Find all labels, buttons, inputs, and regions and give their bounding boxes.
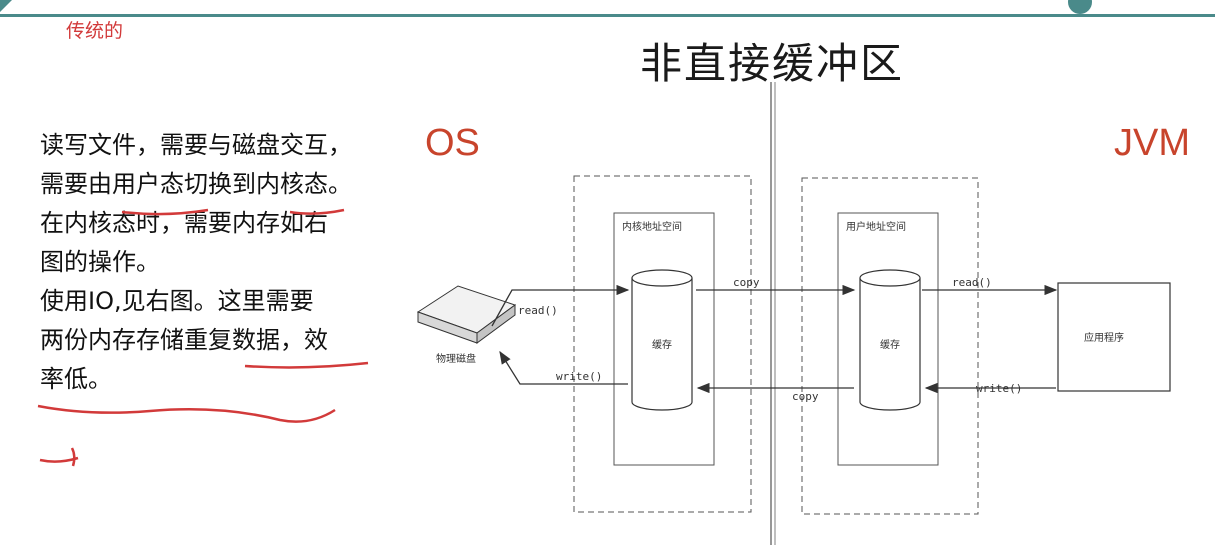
- desc-seg: ，效: [280, 326, 328, 354]
- read-label-right: read(): [952, 276, 992, 289]
- read-label-left: read(): [518, 304, 558, 317]
- desc-highlight-low-efficiency: 率低: [40, 365, 88, 393]
- underline-user-mode: [121, 208, 209, 216]
- app-label: 应用程序: [1084, 331, 1124, 344]
- kernel-cache-cylinder: [631, 269, 693, 411]
- desc-line-5: 使用IO,见右图。这里需要: [40, 282, 410, 321]
- app-box: [1057, 282, 1171, 392]
- underline-low-efficiency: [39, 447, 79, 467]
- desc-seg: 。: [88, 365, 112, 393]
- underline-duplicate: [37, 404, 336, 423]
- write-label-left: write(): [556, 370, 602, 383]
- underline-kernel-mode: [289, 208, 345, 215]
- desc-highlight-duplicate: 两份内存存储重复数据: [40, 326, 280, 354]
- jvm-dashed-box: [801, 177, 979, 515]
- jvm-label: JVM: [1114, 122, 1190, 164]
- copy-label-bottom: copy: [792, 390, 819, 403]
- underline-need: [244, 361, 369, 369]
- desc-seg: 。: [328, 170, 352, 198]
- desc-line-2: 需要由用户态切换到内核态。: [40, 165, 410, 204]
- disk-icon: [416, 285, 517, 344]
- desc-line-6: 两份内存存储重复数据，效: [40, 321, 410, 360]
- description-text: 读写文件，需要与磁盘交互， 需要由用户态切换到内核态。 在内核态时，需要内存如右…: [40, 126, 410, 399]
- desc-highlight-need: 这里需要: [217, 287, 314, 315]
- kernel-space-label: 内核地址空间: [622, 220, 682, 233]
- desc-line-1: 读写文件，需要与磁盘交互，: [40, 131, 352, 159]
- circle-decoration: [1068, 0, 1092, 14]
- user-cache-cylinder: [859, 269, 921, 411]
- os-label: OS: [425, 122, 480, 164]
- desc-highlight-user-mode: 用户态: [112, 170, 184, 198]
- disk-label: 物理磁盘: [436, 352, 476, 365]
- user-cache-label: 缓存: [880, 338, 900, 351]
- user-space-label: 用户地址空间: [846, 220, 906, 233]
- kernel-cache-label: 缓存: [652, 338, 672, 351]
- kernel-space-box: [613, 212, 715, 466]
- write-arrow-left: [499, 350, 628, 385]
- desc-seg: 需要由: [40, 170, 112, 198]
- os-dashed-box: [573, 175, 752, 513]
- handwritten-annotation: 传统的: [66, 20, 124, 42]
- desc-seg: 切换到: [184, 170, 256, 198]
- desc-highlight-kernel-mode: 内核态: [256, 170, 328, 198]
- page-title: 非直接缓冲区: [640, 39, 905, 88]
- user-space-box: [837, 212, 939, 466]
- desc-seg: 使用IO,见右图。: [40, 287, 218, 315]
- desc-line-7: 率低。: [40, 360, 410, 399]
- corner-decoration: [0, 0, 12, 12]
- read-arrow-left: [491, 284, 630, 327]
- desc-line-4: 图的操作。: [40, 248, 160, 276]
- write-label-right: write(): [976, 382, 1022, 395]
- copy-label-top: copy: [733, 276, 760, 289]
- top-bar: [0, 0, 1215, 17]
